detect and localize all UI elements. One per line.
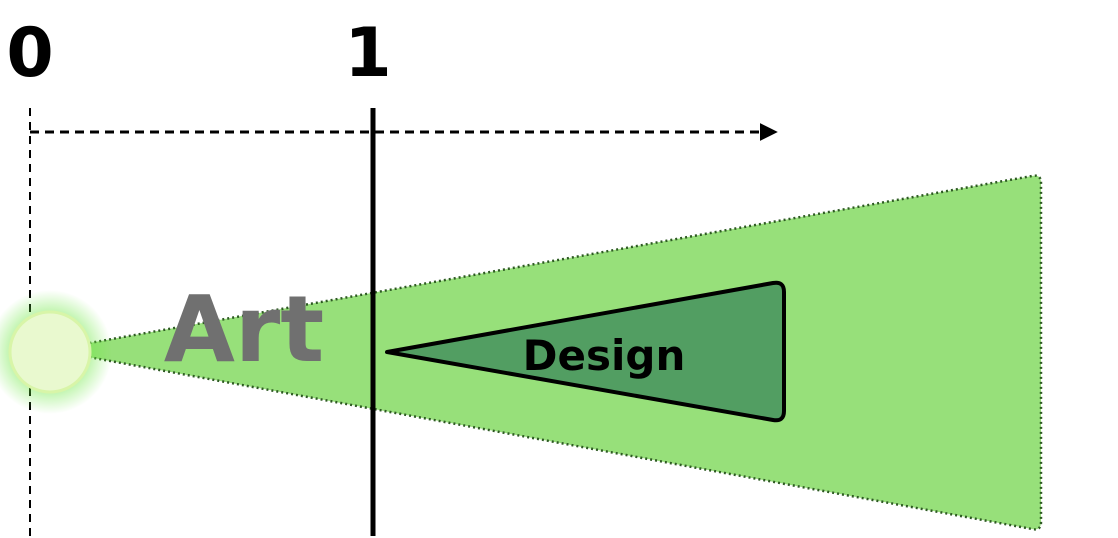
- art-label: Art: [164, 276, 325, 383]
- design-cone: [385, 280, 786, 423]
- axis-label-zero: 0: [6, 14, 53, 93]
- axis-label-one: 1: [344, 14, 391, 93]
- origin-circle: [8, 310, 92, 394]
- design-label: Design: [523, 331, 686, 380]
